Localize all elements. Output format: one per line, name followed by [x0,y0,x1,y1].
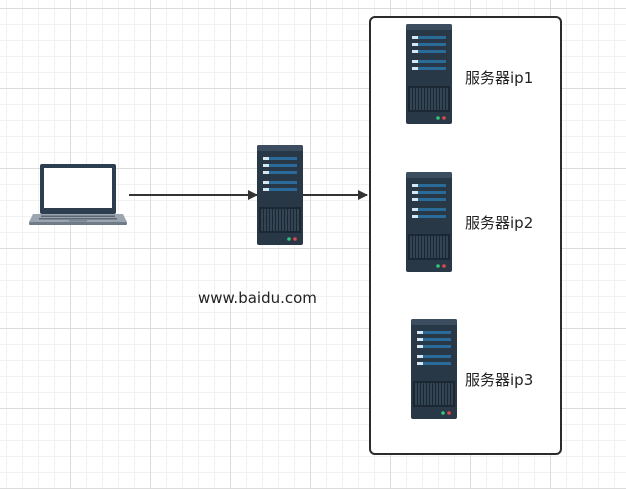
cluster-server-2 [406,172,452,272]
cluster-server-3 [411,319,457,419]
client-laptop [29,164,127,226]
server-icon [257,145,303,245]
server-icon [411,319,457,419]
server-icon [406,172,452,272]
server-cluster-box [369,16,562,455]
server-label-2: 服务器ip2 [465,214,534,232]
laptop-icon [29,164,127,226]
gateway-label: www.baidu.com [198,289,317,307]
server-label-1: 服务器ip1 [465,69,534,87]
cluster-server-1 [406,24,452,124]
server-icon [406,24,452,124]
gateway-server [257,145,303,245]
server-label-3: 服务器ip3 [465,371,534,389]
